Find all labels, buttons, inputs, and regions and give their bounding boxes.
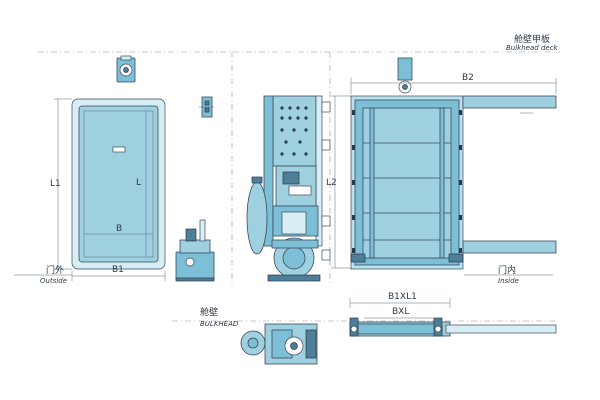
dim-l2: L2: [326, 178, 337, 188]
guide-rail-top: [462, 95, 557, 109]
inside-label-en: Inside: [498, 277, 519, 285]
deck-label-en: Bulkhead deck: [506, 44, 559, 52]
outside-label-cn: 门外: [46, 264, 64, 276]
outside-label-en: Outside: [40, 277, 67, 285]
bulkhead-label-en: BULKHEAD: [200, 320, 239, 328]
bulkhead-label-cn: 舱壁: [200, 306, 218, 318]
dim-b1xl1: B1XL1: [388, 292, 417, 302]
dim-b2: B2: [462, 73, 474, 83]
dim-l1: L1: [50, 179, 61, 189]
dim-b1: B1: [112, 265, 124, 275]
door-leaf-outside: [78, 105, 159, 263]
dim-l: L: [136, 178, 141, 188]
outside-view: L1 L B B1: [50, 55, 215, 282]
deck-label-cn: 舱壁甲板: [514, 33, 550, 45]
inside-view: [350, 57, 557, 270]
door-leaf-inside: [362, 107, 452, 259]
hydraulic-unit: [175, 219, 215, 282]
dim-b: B: [116, 224, 122, 234]
guide-rail-bottom: [462, 240, 557, 254]
side-valve-icon: [199, 96, 214, 118]
accumulator: [246, 181, 268, 255]
top-actuator-icon: [397, 57, 413, 94]
inside-label-cn: 门内: [498, 264, 516, 276]
plan-view: 舱壁 BULKHEAD: [172, 306, 558, 365]
side-section-view: [246, 95, 331, 282]
actuator-icon: [116, 55, 136, 83]
dim-bxl: BXL: [392, 307, 409, 317]
nameplate: [112, 146, 126, 153]
